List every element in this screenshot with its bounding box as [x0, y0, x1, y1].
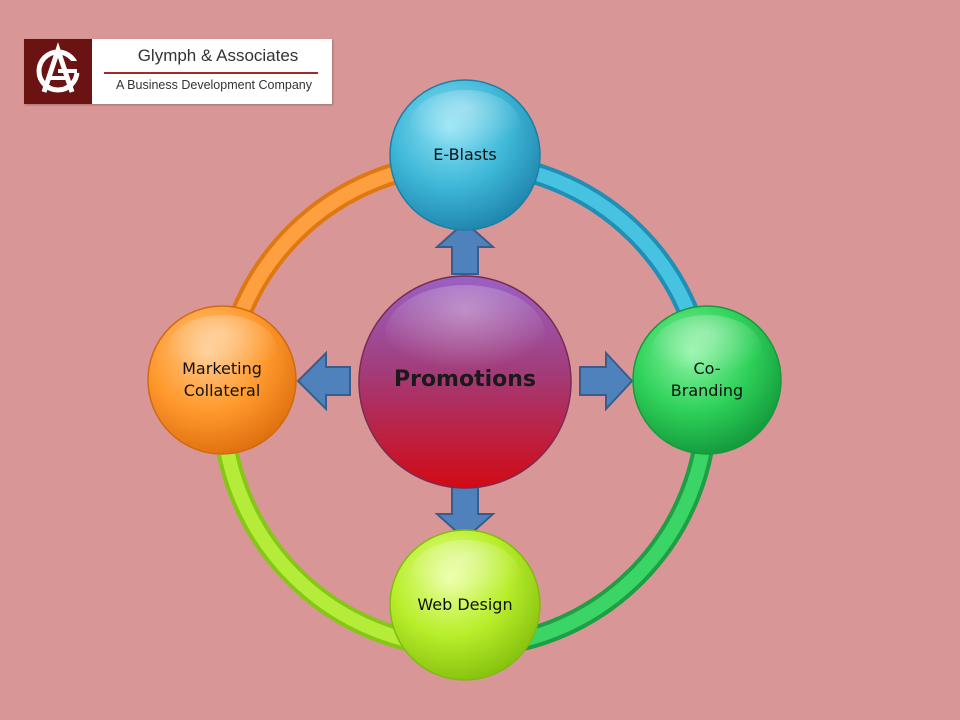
co-branding-text-line1: Co- [693, 359, 721, 379]
node-right-label: Co- Branding [637, 350, 777, 410]
node-left-label: Marketing Collateral [152, 350, 292, 410]
marketing-collateral-text-line2: Collateral [183, 381, 261, 400]
arrow-down-icon [434, 486, 496, 541]
node-left [147, 305, 297, 455]
node-center [358, 275, 572, 489]
node-top [389, 79, 541, 231]
logo-title: Glymph & Associates [137, 46, 299, 65]
company-logo: Glymph & Associates A Business Developme… [24, 39, 332, 104]
marketing-collateral-text-line1: Marketing [182, 359, 262, 379]
center-label: Promotions [375, 360, 555, 400]
web-design-text: Web Design [417, 595, 513, 615]
node-bottom [389, 529, 541, 681]
arrow-right-icon [579, 350, 634, 412]
co-branding-text-line2: Branding [670, 381, 744, 400]
ag-monogram-icon [36, 42, 80, 93]
node-top-label: E-Blasts [395, 140, 535, 170]
logo-mark [24, 39, 92, 104]
logo-subtitle: A Business Development Company [116, 78, 312, 92]
logo-divider [104, 72, 318, 74]
arrow-up-icon [434, 220, 496, 275]
node-right [632, 305, 782, 455]
promotions-text: Promotions [393, 367, 537, 393]
e-blasts-text: E-Blasts [433, 145, 497, 165]
arrow-left-icon [296, 350, 351, 412]
node-bottom-label: Web Design [395, 590, 535, 620]
